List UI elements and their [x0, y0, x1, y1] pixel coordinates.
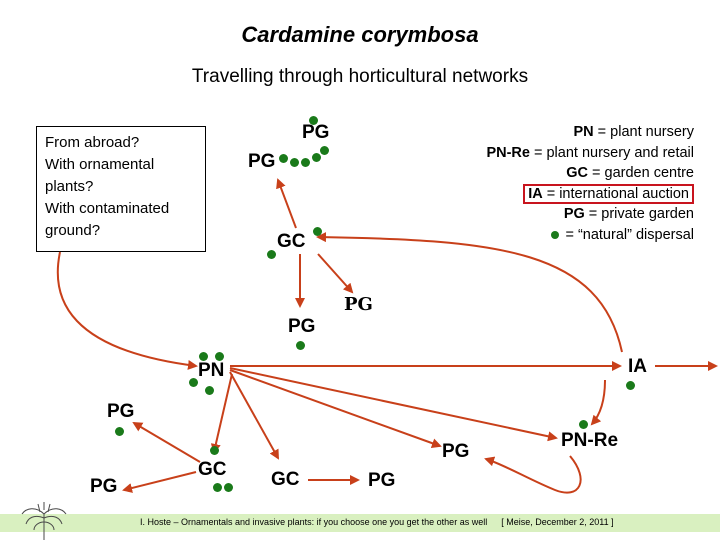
legend-gc: GC = garden centre — [566, 165, 694, 181]
node-ia: IA — [628, 356, 647, 377]
dispersal-dot — [199, 352, 208, 361]
node-pg-bottom-left: PG — [90, 476, 118, 497]
node-pg-top: PG — [302, 122, 330, 143]
node-pg-top-left: PG — [248, 151, 276, 172]
arrow-pnre-to-pg — [484, 455, 582, 494]
dispersal-dot — [279, 154, 288, 163]
dispersal-dot — [267, 250, 276, 259]
dispersal-dot — [626, 381, 635, 390]
arrow-gc1-to-pgleft — [132, 421, 201, 463]
legend-ia: IA = international auction — [486, 183, 694, 205]
footer-bar — [0, 514, 720, 532]
node-pg-mid: PG — [288, 316, 316, 337]
footer-text: I. Hoste – Ornamentals and invasive plan… — [140, 517, 614, 527]
footer-credit: I. Hoste – Ornamentals and invasive plan… — [140, 517, 488, 527]
dispersal-dot — [296, 341, 305, 350]
arrow-box-to-pn — [56, 251, 198, 370]
arrow-ia-to-pnre — [590, 379, 606, 426]
page-title: Cardamine corymbosa — [241, 22, 479, 47]
node-pg-left: PG — [107, 401, 135, 422]
dispersal-dot — [115, 427, 124, 436]
dispersal-dot — [312, 153, 321, 162]
dispersal-dot — [189, 378, 198, 387]
question-box: From abroad? With ornamental plants? Wit… — [36, 126, 206, 252]
dispersal-dot — [213, 483, 222, 492]
node-pg-serif: PG — [344, 294, 373, 315]
dispersal-dot — [579, 420, 588, 429]
arrow-pn-to-pnre — [229, 367, 558, 442]
botanic-garden-logo-icon — [21, 502, 67, 540]
dispersal-dot — [205, 386, 214, 395]
dispersal-dot — [210, 446, 219, 455]
question-abroad: From abroad? — [45, 134, 140, 151]
arrow-gc1-to-pgbl — [122, 471, 197, 493]
page-subtitle: Travelling through horticultural network… — [191, 66, 529, 87]
node-pg-center: PG — [442, 441, 470, 462]
arrow-pn-to-pgcenter — [229, 369, 442, 448]
legend-pg: PG = private garden — [563, 206, 694, 222]
arrow-gc-to-pgserif — [317, 253, 354, 294]
dispersal-dot — [301, 158, 310, 167]
arrow-pn-to-gc2 — [229, 371, 279, 460]
question-ornamental: With ornamental plants? — [45, 156, 155, 195]
arrow-gc-to-pgtop — [276, 178, 297, 229]
arrow-ia-to-gc — [316, 232, 623, 353]
footer-date: [ Meise, December 2, 2011 ] — [501, 517, 614, 527]
arrow-pn-to-gc1 — [210, 373, 233, 454]
legend-dispersal: = “natural” dispersal — [486, 225, 694, 246]
node-pnre: PN-Re — [561, 430, 619, 451]
dispersal-dot — [309, 116, 318, 125]
node-gc-bottom-2: GC — [271, 469, 300, 490]
legend-pnre: PN-Re = plant nursery and retail — [486, 144, 694, 161]
node-pg-bottom: PG — [368, 470, 396, 491]
legend: PN = plant nursery PN-Re = plant nursery… — [486, 122, 694, 245]
dispersal-dot — [313, 227, 322, 236]
node-pn: PN — [198, 360, 225, 381]
dispersal-dot — [224, 483, 233, 492]
node-gc-top: GC — [277, 231, 306, 252]
dispersal-dot — [290, 158, 299, 167]
dispersal-dot — [320, 146, 329, 155]
node-gc-bottom-1: GC — [198, 459, 227, 480]
dispersal-dot-icon — [551, 230, 560, 239]
question-ground: With contaminated ground? — [45, 200, 170, 239]
legend-pn: PN = plant nursery — [573, 124, 694, 140]
dispersal-dot — [215, 352, 224, 361]
